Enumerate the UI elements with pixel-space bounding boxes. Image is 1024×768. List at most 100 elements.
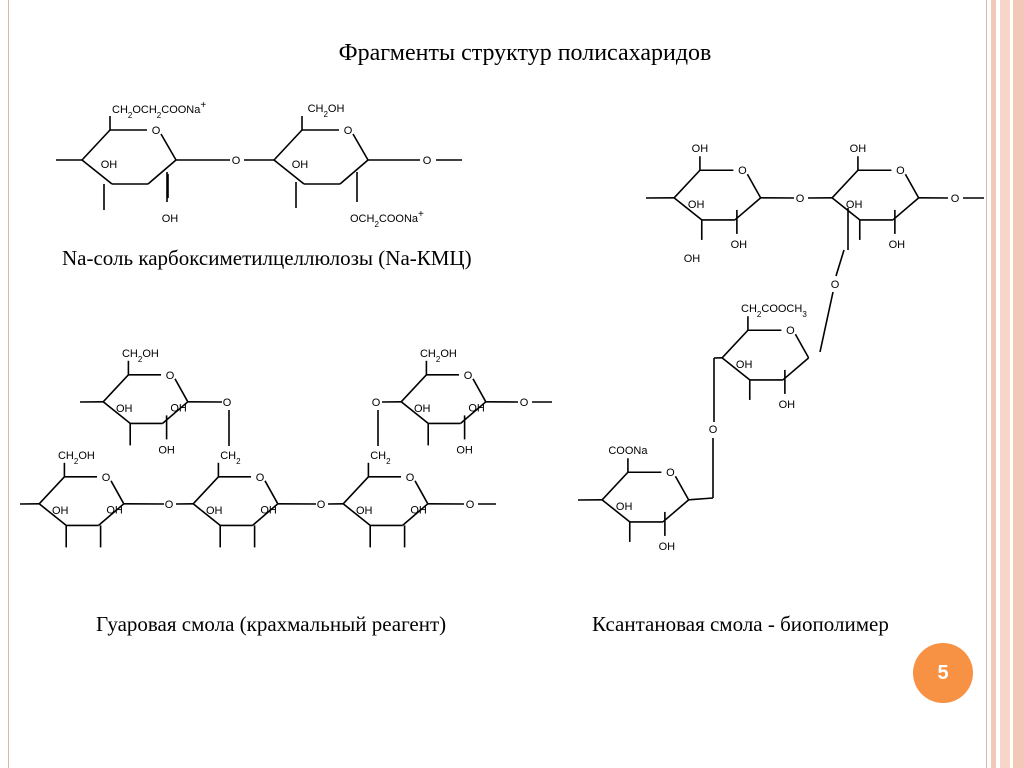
hydroxyl-label: OH <box>414 403 431 415</box>
glycosidic-oxygen-label: O <box>831 279 840 291</box>
hydroxyl-label: OH <box>206 505 223 517</box>
ring-bond <box>352 133 369 161</box>
slide-border-right-line <box>986 0 987 768</box>
carboxymethyl-label: OCH2COONa+ <box>350 209 424 229</box>
hydroxyl-label: OH <box>889 239 906 251</box>
ring-bond <box>81 129 111 161</box>
slide-border-left <box>8 0 9 768</box>
ring-oxygen-label: O <box>256 472 265 484</box>
hydroxymethyl-label: CH2 <box>370 450 391 466</box>
ring-bond <box>192 476 219 505</box>
ring-bond <box>662 499 690 523</box>
hydroxyl-label: OH <box>659 541 676 553</box>
ring-bond <box>102 374 129 403</box>
glycosidic-oxygen-label: O <box>520 397 529 409</box>
ring-bond <box>273 159 305 185</box>
hydroxyl-label: OH <box>101 159 118 171</box>
ring-bond <box>38 503 67 527</box>
hydroxyl-label: OH <box>850 143 867 155</box>
ring-bond <box>674 475 690 501</box>
guar-caption: Гуаровая смола (крахмальный реагент) <box>96 612 447 636</box>
cmc-caption: Na-соль карбоксиметилцеллюлозы (Na-КМЦ) <box>62 246 472 270</box>
hydroxymethyl-label: CH2OH <box>58 450 95 466</box>
hydroxyl-label: OH <box>106 504 123 516</box>
branch-bond <box>819 291 834 353</box>
ring-bond <box>831 169 859 199</box>
ring-bond <box>400 374 427 403</box>
ring-bond <box>734 197 762 221</box>
ring-oxygen-label: O <box>406 472 415 484</box>
hydroxyl-label: OH <box>692 143 709 155</box>
ring-bond <box>782 357 810 381</box>
ring-oxygen-label: O <box>666 467 675 479</box>
hydroxymethyl-label: CH2OH <box>420 348 457 364</box>
ring-bond <box>472 378 487 403</box>
acetyl-label: CH2COOCH3 <box>741 303 807 319</box>
ring-oxygen-label: O <box>102 472 111 484</box>
hydroxyl-label: OH <box>468 402 485 414</box>
ring-oxygen-label: O <box>786 325 795 337</box>
hydroxymethyl-label: CH2OH <box>122 348 159 364</box>
hydroxyl-label: OH <box>779 399 796 411</box>
glycosidic-oxygen-label: O <box>372 397 381 409</box>
branch-bond <box>835 249 845 277</box>
hydroxyl-label: OH <box>736 359 753 371</box>
hydroxyl-label: OH <box>292 159 309 171</box>
ring-bond <box>892 197 920 221</box>
ring-bond <box>342 476 369 505</box>
ring-bond <box>601 471 629 501</box>
ring-oxygen-label: O <box>896 165 905 177</box>
hydroxyl-label: OH <box>684 253 701 265</box>
ring-bond <box>400 401 429 425</box>
ring-bond <box>98 503 125 527</box>
hydroxyl-label: OH <box>116 403 133 415</box>
ring-bond <box>339 159 369 185</box>
glycosidic-bond <box>688 497 714 501</box>
hydroxymethyl-label: CH2OH <box>308 103 345 119</box>
hydroxymethyl-label: CH2 <box>220 450 241 466</box>
glycosidic-oxygen-label: O <box>317 499 326 511</box>
slide-border-stripes <box>988 0 1024 768</box>
ring-bond <box>192 503 221 527</box>
glycosidic-oxygen-label: O <box>466 499 475 511</box>
ring-bond <box>81 159 113 185</box>
hydroxyl-label: OH <box>731 239 748 251</box>
hydroxyl-label: OH <box>456 444 473 456</box>
hydroxyl-label: OH <box>260 504 277 516</box>
ring-bond <box>904 173 920 199</box>
ring-bond <box>147 159 177 185</box>
ring-bond <box>273 129 303 161</box>
glycosidic-oxygen-label: O <box>796 193 805 205</box>
hydroxyl-label: OH <box>846 199 863 211</box>
hydroxyl-label: OH <box>170 402 187 414</box>
glycosidic-oxygen-label: O <box>232 155 241 167</box>
hydroxyl-label: OH <box>162 213 179 225</box>
hydroxyl-label: OH <box>616 501 633 513</box>
xanthan-structure: OOHOHOHOHOOOHOHOHOOOCH2COOCH3OHOHOOCOONa… <box>577 143 984 553</box>
ring-oxygen-label: O <box>344 125 353 137</box>
ring-bond <box>160 133 177 161</box>
hydroxyl-label: OH <box>410 504 427 516</box>
ring-bond <box>721 357 751 381</box>
ring-oxygen-label: O <box>738 165 747 177</box>
ring-bond <box>110 480 125 505</box>
glycosidic-oxygen-label: O <box>423 155 432 167</box>
xanthan-caption: Ксантановая смола - биополимер <box>592 612 889 636</box>
ring-bond <box>831 197 861 221</box>
ring-bond <box>252 503 279 527</box>
glycosidic-oxygen-label: O <box>951 193 960 205</box>
hydroxyl-label: OH <box>158 444 175 456</box>
ring-bond <box>402 503 429 527</box>
ring-bond <box>673 169 701 199</box>
page-number-badge: 5 <box>913 643 973 703</box>
ring-bond <box>414 480 429 505</box>
ring-bond <box>673 197 703 221</box>
ring-oxygen-label: O <box>166 370 175 382</box>
ring-bond <box>746 173 762 199</box>
hydroxyl-label: OH <box>688 199 705 211</box>
carboxymethyl-label: CH2OCH2COONa+ <box>112 100 206 120</box>
